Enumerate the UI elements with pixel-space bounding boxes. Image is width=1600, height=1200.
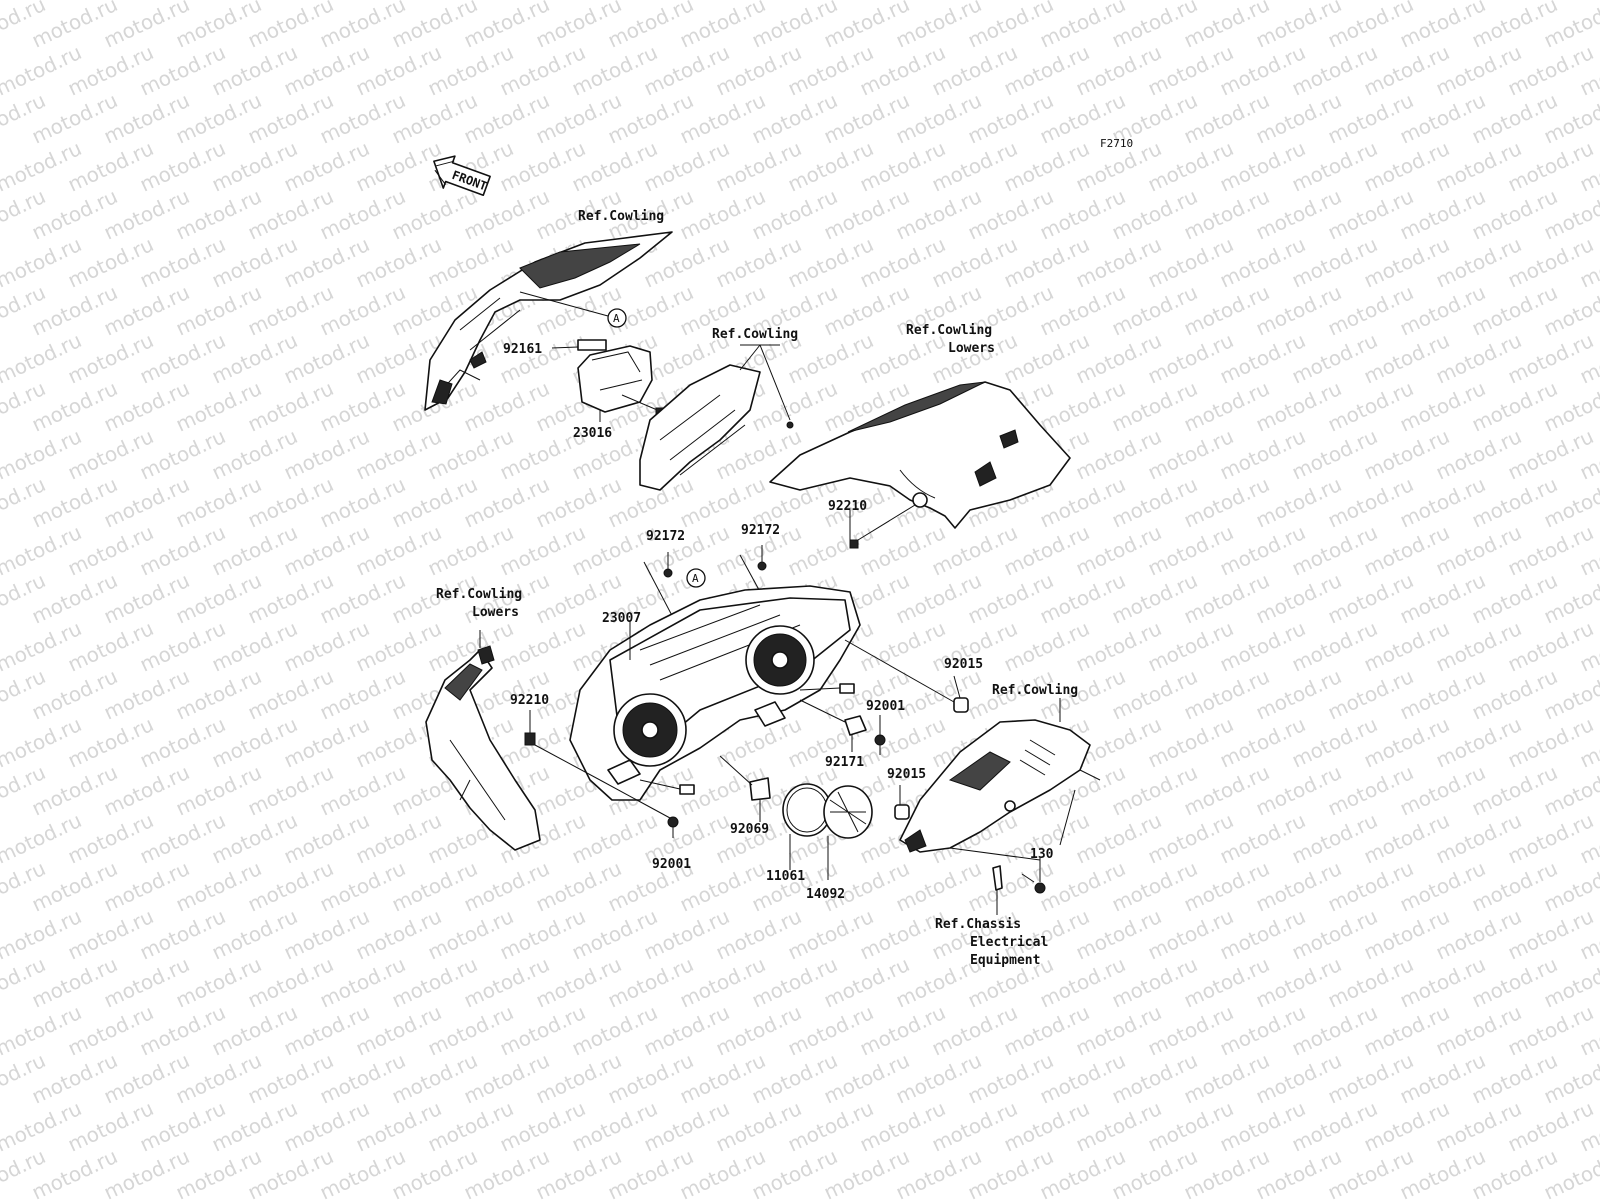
diagram-code: F2710: [1100, 137, 1133, 150]
ref-cowling-mid-label: Ref.Cowling: [712, 327, 798, 342]
part-number-130: 130: [1030, 847, 1054, 862]
ref-cowling-lowers-right-line1: Ref.Cowling: [906, 323, 992, 338]
part-92069-illustration: [749, 777, 771, 822]
connector-right-illustration: [839, 683, 855, 694]
ref-chassis-line3: Equipment: [970, 953, 1040, 968]
ref-cowling-top-label: Ref.Cowling: [578, 209, 664, 224]
part-92172-right-illustration: [757, 561, 767, 571]
part-number-23016: 23016: [573, 426, 612, 441]
part-92015-lower-illustration: [894, 804, 910, 820]
part-92210-left-illustration: [524, 732, 536, 746]
part-92161-illustration: [577, 339, 607, 351]
part-23016-illustration: [577, 345, 667, 415]
part-number-92172-right: 92172: [741, 523, 780, 538]
ref-cowling-lowers-left-line2: Lowers: [472, 605, 519, 620]
part-number-14092: 14092: [806, 887, 845, 902]
part-number-92069: 92069: [730, 822, 769, 837]
callout-a-mid: [686, 568, 706, 588]
part-number-92172-left: 92172: [646, 529, 685, 544]
ref-cowling-lowers-right-line2: Lowers: [948, 341, 995, 356]
inner-cowling-illustration: [899, 719, 1091, 853]
part-92171-illustration: [844, 715, 867, 736]
callout-a-mid-label: A: [692, 572, 699, 585]
callout-a-top: [607, 308, 627, 328]
callout-a-top-label: A: [613, 312, 620, 325]
ref-cowling-bottom-label: Ref.Cowling: [992, 683, 1078, 698]
ref-cowling-lowers-left-line1: Ref.Cowling: [436, 587, 522, 602]
part-number-92210-right: 92210: [828, 499, 867, 514]
part-130-illustration: [1021, 873, 1046, 894]
part-number-92171: 92171: [825, 755, 864, 770]
part-number-23007: 23007: [602, 611, 641, 626]
right-cowling-lowers-illustration: [769, 381, 1071, 529]
mid-cowling-illustration: [639, 364, 794, 491]
chassis-bracket-illustration: [992, 865, 1003, 891]
ref-chassis-line2: Electrical: [970, 935, 1048, 950]
part-92172-left-illustration: [663, 568, 673, 578]
connector-left-illustration: [679, 784, 695, 795]
ref-chassis-line1: Ref.Chassis: [935, 917, 1021, 932]
part-number-92015-upper: 92015: [944, 657, 983, 672]
headlight-assembly-illustration: [569, 585, 861, 801]
watermark-text: motod.ru: [1576, 0, 1600, 5]
part-number-92015-lower: 92015: [887, 767, 926, 782]
part-number-11061: 11061: [766, 869, 805, 884]
left-cowling-lowers-illustration: [425, 645, 541, 851]
part-14092-illustration: [823, 785, 873, 839]
part-number-92161: 92161: [503, 342, 542, 357]
part-number-92210-left: 92210: [510, 693, 549, 708]
part-92015-upper-illustration: [953, 697, 969, 713]
part-number-92001-bottom: 92001: [652, 857, 691, 872]
part-number-92001-right: 92001: [866, 699, 905, 714]
upper-cowling-illustration: [424, 231, 673, 411]
part-92001-bottom-illustration: [667, 816, 679, 838]
